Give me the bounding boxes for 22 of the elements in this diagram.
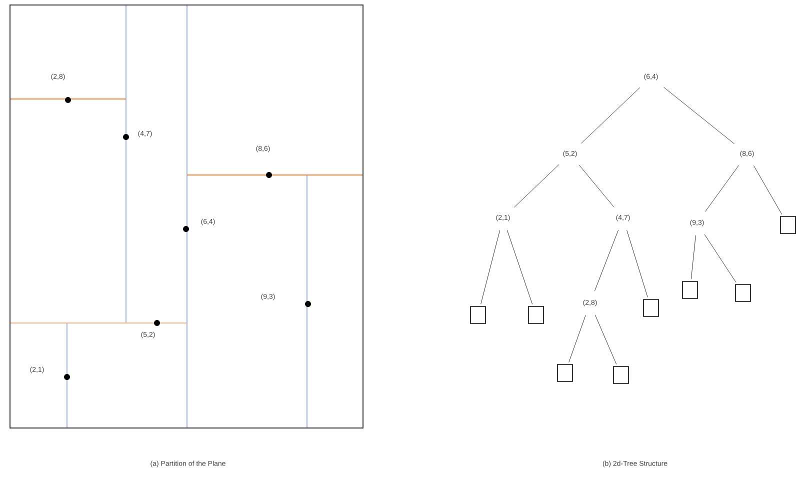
leaf-box <box>528 306 544 324</box>
tree-edge <box>578 164 614 208</box>
leaf-box <box>735 284 751 302</box>
tree-edge <box>580 87 640 144</box>
leaf-box <box>780 216 796 234</box>
leaf-box <box>613 366 629 384</box>
tree-edge <box>705 165 739 212</box>
leaf-box <box>470 306 486 324</box>
tree-edge <box>506 230 533 304</box>
tree-edge <box>594 230 619 292</box>
tree-edge <box>480 230 500 304</box>
leaf-box <box>557 364 573 382</box>
tree-edge <box>704 234 736 283</box>
tree-edge <box>568 314 586 362</box>
leaf-box <box>682 281 698 299</box>
tree-edge <box>514 164 560 208</box>
tree-edge <box>626 230 648 298</box>
leaf-box <box>643 299 659 317</box>
tree-edge <box>754 165 782 215</box>
tree-edge <box>690 235 696 280</box>
tree-edge <box>664 87 734 144</box>
tree-edge <box>594 314 617 364</box>
